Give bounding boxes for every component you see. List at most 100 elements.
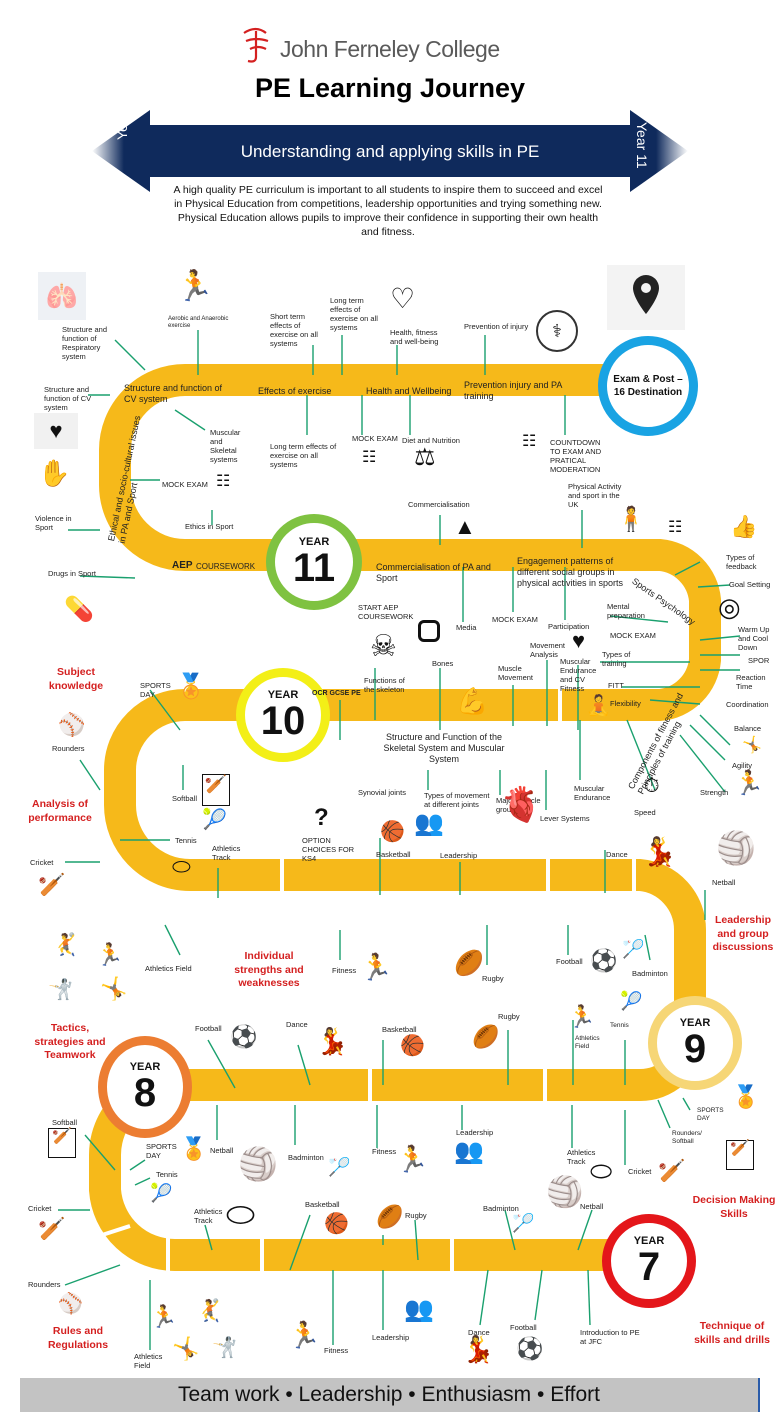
label-y8-netball: Netball (580, 1202, 604, 1211)
label-spor: SPOR (748, 656, 770, 665)
skill-rules: Rules and Regulations (47, 1325, 109, 1351)
year10-number: 10 (260, 698, 306, 743)
label-y10-athletics-field: Athletics Field (145, 964, 192, 973)
label-musc-endurance-cv: Muscular Endurance and CV Fitness (560, 657, 597, 693)
badminton-icon: 🏸 (512, 1213, 535, 1233)
label-y9-tennis: Tennis (610, 1022, 629, 1029)
label-countdown: COUNTDOWN TO EXAM AND PRATICAL MODERATIO… (550, 438, 602, 474)
label-movement-analysis: Movement Analysis (530, 641, 566, 659)
football-icon: ⚽ (516, 1336, 544, 1361)
instagram-icon (418, 620, 440, 642)
label-mock2: MOCK EXAM (162, 480, 208, 489)
netball-icon: 🏐 (546, 1176, 584, 1209)
label-violence: Violence in Sport (35, 514, 72, 532)
football-icon: ⚽ (230, 1024, 258, 1049)
label-lever: Lever Systems (540, 814, 590, 823)
discus-icon: 🤸 (100, 976, 128, 1001)
skill-technique: Technique of skills and drills (694, 1320, 770, 1346)
fitness-icon: 🏃 (288, 1320, 321, 1350)
label-types-movement: Types of movement at different joints (424, 791, 490, 809)
label-musc-skel: Muscular and Skeletal systems (210, 428, 241, 464)
rugby-icon: 🏉 (454, 950, 484, 977)
skill-tactics: Tactics, strategies and Teamwork (34, 1022, 106, 1062)
label-ethics-sport: Ethics in Sport (185, 522, 234, 531)
banner-text: Understanding and applying skills in PE (240, 142, 540, 161)
label-y9-badminton: Badminton (288, 1153, 324, 1162)
label-respiratory: Structure and function of Respiratory sy… (62, 325, 108, 361)
label-fitt: FITT (608, 681, 624, 690)
label-y9-leadership: Leadership (456, 1128, 494, 1137)
label-y8-rugby: Rugby (405, 1211, 427, 1220)
year10-circle: YEAR 10 (236, 668, 330, 762)
tennis-icon: 🎾 (150, 1183, 173, 1203)
badminton-icon: 🏸 (328, 1157, 351, 1177)
label-commercialisation: Commercialisation (408, 500, 470, 509)
softball-icon: 🏏 (48, 1128, 76, 1158)
rounders-icon: ⚾ (58, 1293, 83, 1315)
year7-word: YEAR (633, 1234, 665, 1247)
label-y10-leadership: Leadership (440, 851, 478, 860)
destination-circle: Exam & Post – 16 Destination (598, 336, 698, 436)
label-y10-athletics-track: Athletics Track (212, 844, 241, 862)
label-y9-netball: Netball (210, 1146, 234, 1155)
year9-number: 9 (683, 1026, 707, 1071)
label-long-term-bottom: Long term effects of exercise on all sys… (270, 442, 337, 469)
label-y9-athletics-field: Athletics Field (575, 1035, 600, 1050)
label-functions-skel: Functions of the skeleton (364, 676, 405, 694)
shot-put-icon: 🤺 (212, 1337, 237, 1359)
jfc-crest-icon (243, 27, 269, 63)
label-y10-dance: Dance (606, 850, 628, 859)
banner-arrow (92, 110, 688, 192)
rugby-icon: 🏉 (376, 1204, 404, 1229)
label-strength: Strength (700, 788, 729, 797)
label-start-aep: START AEP COURSEWORK (358, 603, 414, 621)
label-y8-cricket: Cricket (28, 1204, 52, 1213)
leadership-icon: 👥 (404, 1296, 434, 1323)
label-drugs: Drugs in Sport (48, 569, 96, 578)
label-y10-cricket: Cricket (30, 858, 54, 867)
basketball-icon: 🏀 (400, 1035, 425, 1057)
label-balance: Balance (734, 724, 762, 733)
label-y10-tennis: Tennis (175, 836, 197, 845)
label-y10-rounders: Rounders (52, 744, 85, 753)
track-icon: ⬭ (172, 854, 191, 879)
label-y10-badminton: Badminton (632, 969, 668, 978)
question-icon: ? (314, 804, 329, 831)
netball-icon: 🏐 (716, 830, 756, 866)
label-y8-athletics-track: Athletics Track (194, 1207, 223, 1225)
label-y8-tennis: Tennis (156, 1170, 178, 1179)
label-major-muscle: Major muscle groups (496, 796, 541, 814)
label-short-term: Short term effects of exercise on all sy… (270, 312, 318, 348)
medal-icon: 🏅 (732, 1084, 760, 1109)
label-flexibility: Flexibility (610, 699, 641, 708)
road-skeletal: Structure and Function of the Skeletal S… (383, 732, 505, 764)
road-commercial: Commercialisation of PA and Sport (376, 562, 491, 583)
pills-icon: 💊 (64, 596, 94, 623)
leadership-icon: 👥 (414, 810, 444, 837)
tennis-icon: 🎾 (620, 991, 643, 1011)
skeleton-icon: ☠ (370, 630, 397, 663)
year8-circle: YEAR 8 (98, 1036, 192, 1138)
college-name: John Ferneley College (280, 36, 500, 62)
college-logo (236, 27, 276, 65)
fitness-icon: 🏃 (396, 1144, 429, 1174)
softball-icon: 🏏 (726, 1140, 754, 1170)
label-mock4: MOCK EXAM (610, 631, 656, 640)
year9-circle: YEAR 9 (648, 996, 742, 1090)
netball-icon: 🏐 (238, 1146, 278, 1182)
triangle-icon: ▲ (454, 514, 476, 539)
softball-icon: 🏏 (202, 774, 230, 806)
checklist-icon: ☷ (668, 519, 683, 536)
track-icon: ⬭ (590, 1156, 613, 1186)
road-effects: Effects of exercise (258, 386, 332, 396)
label-y8-sports-day: SPORTS DAY (146, 1142, 177, 1160)
page-title: PE Learning Journey (254, 73, 526, 103)
label-participation: Participation (548, 622, 590, 631)
label-y8-football: Football (510, 1323, 537, 1332)
road-health: Health and Wellbeing (366, 386, 452, 396)
muscles-icon: 🫀 (500, 786, 543, 824)
label-reaction: Reaction Time (736, 673, 766, 691)
label-goal: Goal Setting (729, 580, 771, 589)
label-musc-endurance: Muscular Endurance (574, 784, 611, 802)
label-y10-sports-day: SPORTS DAY (140, 681, 171, 699)
